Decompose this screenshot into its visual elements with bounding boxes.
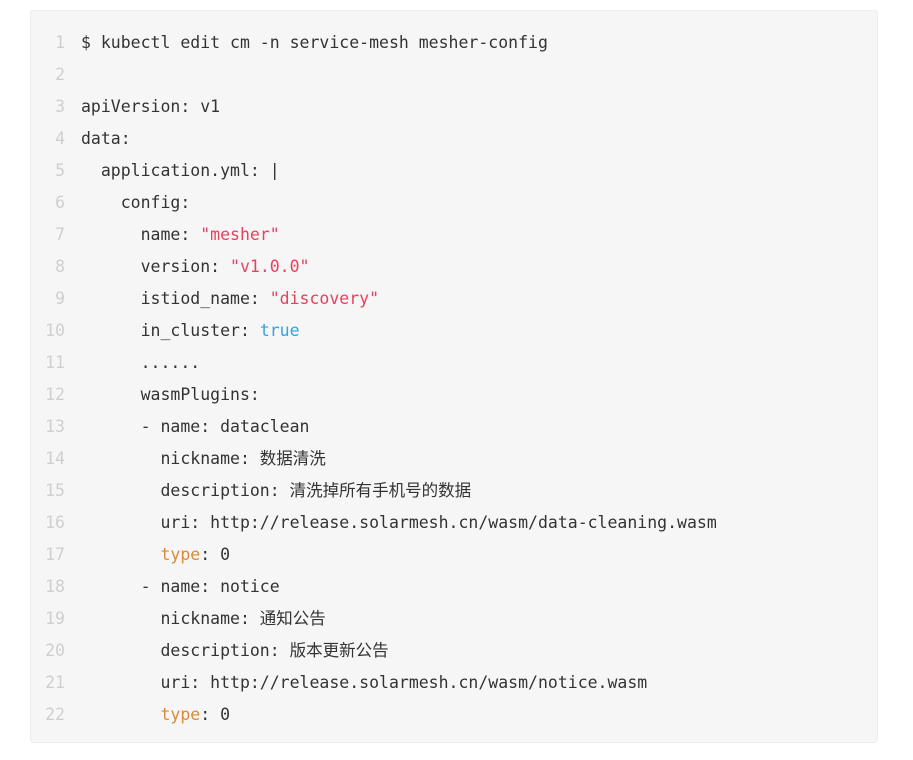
code-line: 7 name: "mesher" [31, 219, 877, 251]
line-content: data: [81, 129, 131, 148]
line-number: 1 [55, 33, 65, 52]
line-content: version: "v1.0.0" [79, 251, 877, 283]
code-line: 2 [31, 59, 877, 91]
line-number: 6 [55, 193, 65, 212]
code-line: 4 data: [31, 123, 877, 155]
line-content: istiod_name: "discovery" [79, 283, 877, 315]
line-number: 14 [45, 449, 65, 468]
line-content: type: 0 [79, 539, 877, 571]
line-number: 5 [55, 161, 65, 180]
code-line: 19 nickname: 通知公告 [31, 603, 877, 635]
code-line: 13 - name: dataclean [31, 411, 877, 443]
line-number: 19 [45, 609, 65, 628]
code-line: 5 application.yml: | [31, 155, 877, 187]
line-content: type: 0 [79, 699, 877, 731]
code-line: 21 uri: http://release.solarmesh.cn/wasm… [31, 667, 877, 699]
code-text: : 0 [200, 705, 231, 724]
code-lines-container: 1 $ kubectl edit cm -n service-mesh meshe… [31, 27, 877, 731]
code-line: 18 - name: notice [31, 571, 877, 603]
code-line: 6 config: [31, 187, 877, 219]
code-token-boolean: true [259, 321, 300, 340]
code-text: version: [81, 257, 231, 276]
code-block[interactable]: 1 $ kubectl edit cm -n service-mesh meshe… [30, 10, 878, 743]
line-content: - name: dataclean [81, 417, 310, 436]
line-number: 13 [45, 417, 65, 436]
code-token-string: "discovery" [269, 289, 380, 308]
code-line: 10 in_cluster: true [31, 315, 877, 347]
line-content: name: "mesher" [79, 219, 877, 251]
code-line: 20 description: 版本更新公告 [31, 635, 877, 667]
line-number: 2 [55, 65, 65, 84]
line-content: uri: http://release.solarmesh.cn/wasm/da… [81, 513, 717, 532]
line-content: application.yml: | [81, 161, 280, 180]
line-number: 16 [45, 513, 65, 532]
code-token-string: "v1.0.0" [230, 257, 310, 276]
line-content: wasmPlugins: [81, 385, 260, 404]
line-content: uri: http://release.solarmesh.cn/wasm/no… [81, 673, 648, 692]
code-line: 22 type: 0 [31, 699, 877, 731]
line-number: 17 [45, 545, 65, 564]
line-content: description: 版本更新公告 [81, 641, 389, 660]
code-text: name: [81, 225, 201, 244]
line-number: 18 [45, 577, 65, 596]
line-content: in_cluster: true [79, 315, 877, 347]
line-number: 12 [45, 385, 65, 404]
line-number: 22 [45, 705, 65, 724]
line-content: $ kubectl edit cm -n service-mesh mesher… [81, 33, 548, 52]
line-number: 9 [55, 289, 65, 308]
code-line: 3 apiVersion: v1 [31, 91, 877, 123]
line-content: apiVersion: v1 [81, 97, 221, 116]
line-number: 11 [45, 353, 65, 372]
code-text [81, 705, 160, 724]
code-token-key: type [160, 545, 201, 564]
code-line: 14 nickname: 数据清洗 [31, 443, 877, 475]
line-number: 20 [45, 641, 65, 660]
line-content: nickname: 通知公告 [81, 609, 326, 628]
line-content: config: [81, 193, 191, 212]
code-line: 16 uri: http://release.solarmesh.cn/wasm… [31, 507, 877, 539]
line-content: nickname: 数据清洗 [81, 449, 326, 468]
code-token-key: type [160, 705, 201, 724]
line-content: ...... [81, 353, 201, 372]
code-text: istiod_name: [81, 289, 270, 308]
line-number: 7 [55, 225, 65, 244]
code-text [81, 545, 160, 564]
line-number: 10 [45, 321, 65, 340]
code-line: 12 wasmPlugins: [31, 379, 877, 411]
code-line: 11 ...... [31, 347, 877, 379]
code-token-string: "mesher" [200, 225, 280, 244]
code-line: 17 type: 0 [31, 539, 877, 571]
code-line: 15 description: 清洗掉所有手机号的数据 [31, 475, 877, 507]
line-content: - name: notice [81, 577, 280, 596]
code-line: 1 $ kubectl edit cm -n service-mesh meshe… [31, 27, 877, 59]
line-number: 15 [45, 481, 65, 500]
line-number: 21 [45, 673, 65, 692]
line-number: 4 [55, 129, 65, 148]
code-text: in_cluster: [81, 321, 260, 340]
line-number: 3 [55, 97, 65, 116]
code-text: : 0 [200, 545, 231, 564]
code-line: 9 istiod_name: "discovery" [31, 283, 877, 315]
code-line: 8 version: "v1.0.0" [31, 251, 877, 283]
line-content: description: 清洗掉所有手机号的数据 [81, 481, 472, 500]
line-number: 8 [55, 257, 65, 276]
